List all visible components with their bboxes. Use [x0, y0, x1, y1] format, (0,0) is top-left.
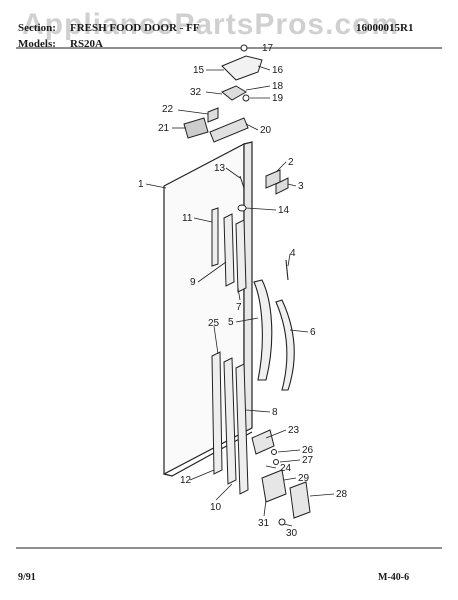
footer-date: 9/91 [18, 572, 36, 583]
callout-16: 16 [272, 65, 284, 76]
callout-11: 11 [182, 213, 193, 224]
footer-page: M-40-6 [378, 572, 410, 583]
callout-20: 20 [260, 125, 272, 136]
callout-27: 27 [302, 455, 314, 466]
callout-12: 12 [180, 475, 192, 486]
callout-labels: 17 15 16 18 32 19 22 21 20 13 2 3 1 14 1… [138, 43, 348, 539]
top-hinge-group [183, 44, 263, 143]
door-stop-parts [237, 169, 289, 212]
callout-2: 2 [288, 157, 294, 168]
callout-8: 8 [272, 407, 278, 418]
callout-13: 13 [214, 163, 226, 174]
gasket-strips [211, 351, 249, 495]
bottom-hinge-group [251, 429, 311, 526]
callout-9: 9 [190, 277, 196, 288]
callout-23: 23 [288, 425, 300, 436]
leader-lines [145, 47, 335, 527]
callout-7: 7 [236, 302, 242, 313]
callout-5: 5 [228, 317, 234, 328]
callout-4: 4 [290, 248, 296, 259]
callout-15: 15 [193, 65, 205, 76]
callout-21: 21 [158, 123, 170, 134]
section-label: Section: [18, 22, 56, 34]
door-handle [253, 259, 295, 391]
watermark: AppliancePartsPros.com [22, 8, 400, 41]
callout-26: 26 [302, 445, 314, 456]
callout-14: 14 [278, 205, 290, 216]
callout-22: 22 [162, 104, 174, 115]
callout-28: 28 [336, 489, 348, 500]
callout-29: 29 [298, 473, 310, 484]
callout-32: 32 [190, 87, 202, 98]
callout-18: 18 [272, 81, 284, 92]
callout-24: 24 [280, 463, 292, 474]
callout-25: 25 [208, 318, 220, 329]
callout-30: 30 [286, 528, 298, 539]
callout-31: 31 [258, 518, 270, 529]
diagram-frame: AppliancePartsPros.com Section: FRESH FO… [16, 8, 442, 586]
callout-17: 17 [262, 43, 274, 54]
callout-10: 10 [210, 502, 222, 513]
callout-19: 19 [272, 93, 284, 104]
door-strips [211, 207, 247, 293]
section-code: 16000015R1 [356, 22, 414, 34]
callout-3: 3 [298, 181, 304, 192]
models-label: Models: [18, 38, 56, 50]
callout-1: 1 [138, 179, 144, 190]
callout-6: 6 [310, 327, 316, 338]
section-value: FRESH FOOD DOOR - FF [70, 22, 200, 34]
models-value: RS20A [70, 38, 104, 50]
